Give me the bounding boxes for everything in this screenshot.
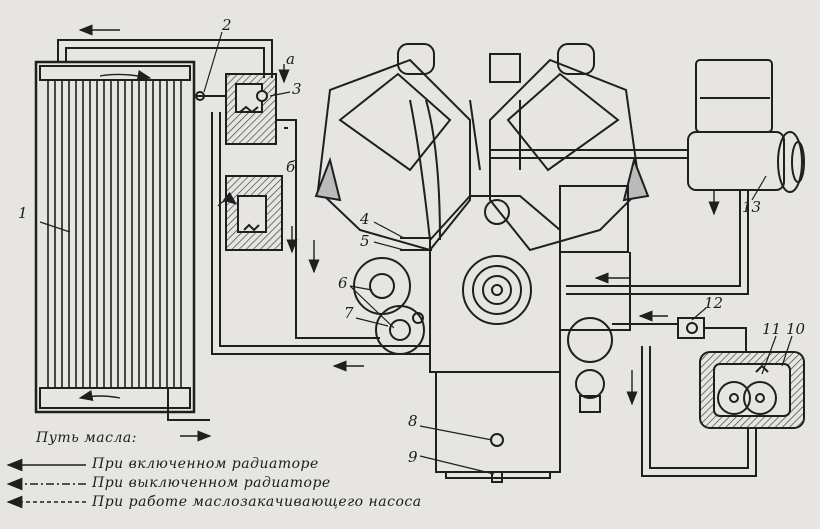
label-compressor: 13	[742, 198, 762, 216]
label-valve: 3	[292, 80, 302, 98]
leader-lines	[39, 31, 793, 475]
main-oil-line	[211, 112, 430, 372]
label-thermostat: 2	[222, 16, 232, 34]
radiator	[34, 60, 196, 414]
legend-arrows	[6, 458, 86, 509]
engine-block	[314, 43, 650, 252]
compressor	[687, 59, 805, 216]
label-pump-gears: 11	[762, 320, 782, 338]
radiator-pipes	[57, 24, 273, 442]
legend-title: Путь масла:	[36, 430, 137, 446]
label-pump-unit: 10	[786, 320, 806, 338]
label-oil-filters: 6	[338, 274, 348, 292]
legend-item-radiator-off: При выключенном радиаторе	[92, 475, 331, 491]
oil-pump-unit	[626, 346, 805, 477]
label-oil-pan: 9	[408, 448, 418, 466]
label-check-valve: 12	[704, 294, 724, 312]
oil-filters	[353, 257, 425, 355]
label-part-4: 4	[360, 210, 370, 228]
valve-b	[217, 175, 298, 254]
label-drain-plug: 8	[408, 412, 418, 430]
oil-pan	[435, 372, 561, 483]
right-pump-column	[559, 185, 631, 413]
label-radiator: 1	[18, 204, 28, 222]
legend-item-radiator-on: При включенном радиаторе	[92, 456, 319, 472]
check-valve	[612, 310, 747, 352]
label-valve-pos-a: а	[286, 50, 295, 68]
valve-a	[225, 64, 290, 145]
label-part-7: 7	[344, 304, 354, 322]
label-part-5: 5	[360, 232, 370, 250]
label-valve-pos-b: б	[286, 158, 296, 176]
legend-item-pump-mode: При работе маслозакачивающего насоса	[92, 494, 422, 510]
compressor-oil-line	[490, 149, 749, 295]
